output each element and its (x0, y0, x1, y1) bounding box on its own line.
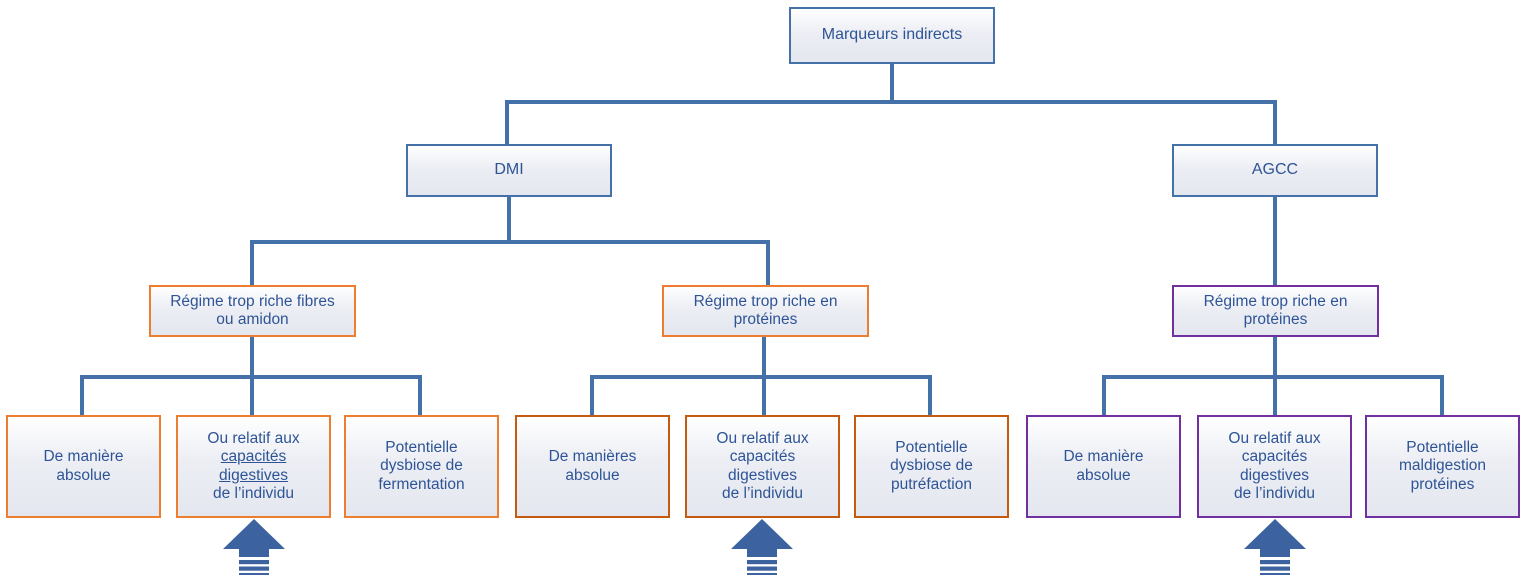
leaf-capacites-digestives-c[interactable]: Ou relatif aux capacités digestives de l… (1197, 415, 1352, 518)
leaf-label: Potentielle dysbiose de putréfaction (890, 439, 973, 493)
leaf-label: Potentielle maldigestion protéines (1398, 439, 1487, 493)
leaf-de-maniere-absolue-c[interactable]: De manière absolue (1026, 415, 1181, 518)
leaf-capacites-digestives-b[interactable]: Ou relatif aux capacités digestives de l… (685, 415, 840, 518)
connector-to-agcc (1273, 100, 1277, 144)
leaf-label: De manière absolue (43, 448, 124, 484)
node-agcc[interactable]: AGCC (1172, 144, 1378, 197)
node-label: Régime trop riche en protéines (1203, 292, 1348, 328)
connector-root-stem (890, 64, 894, 102)
leaf-label: Ou relatif aux capacités digestives de l… (716, 429, 809, 502)
connector-groupA-leaf-3 (418, 375, 422, 415)
leaf-label: Ou relatif aux capacités digestives de l… (1228, 429, 1321, 502)
connector-groupA-leaf-2 (250, 375, 254, 415)
connector-dmi-child-2 (766, 240, 770, 285)
node-dmi[interactable]: DMI (406, 144, 612, 197)
connector-dmi-child-1 (250, 240, 254, 285)
connector-groupC-leaf-2 (1273, 375, 1277, 415)
leaf-maldigestion-proteines[interactable]: Potentielle maldigestion protéines (1365, 415, 1520, 518)
connector-groupA-leaf-1 (80, 375, 84, 415)
connector-groupA-stem (250, 337, 254, 377)
node-label: DMI (494, 161, 524, 179)
connector-dmi-bus (250, 240, 770, 244)
connector-groupB-bus (590, 375, 932, 379)
leaf-de-manieres-absolue-b[interactable]: De manières absolue (515, 415, 670, 518)
connector-dmi-stem (507, 197, 511, 242)
leaf-label: Ou relatif aux capacités digestives de l… (178, 430, 329, 503)
leaf-label-post: de l’individu (213, 484, 294, 502)
node-regime-proteines-agcc[interactable]: Régime trop riche en protéines (1172, 285, 1379, 337)
connector-agcc-stem (1273, 197, 1277, 285)
node-label: Marqueurs indirects (821, 26, 963, 44)
node-marqueurs-indirects[interactable]: Marqueurs indirects (789, 7, 995, 64)
striped-up-arrow-icon-1 (221, 519, 287, 575)
leaf-capacites-digestives-a[interactable]: Ou relatif aux capacités digestives de l… (176, 415, 331, 518)
node-label: Régime trop riche en protéines (693, 292, 838, 328)
connector-groupC-leaf-3 (1440, 375, 1444, 415)
connector-to-dmi (505, 100, 509, 144)
leaf-label-pre: Ou relatif aux (207, 429, 300, 447)
leaf-dysbiose-putrefaction[interactable]: Potentielle dysbiose de putréfaction (854, 415, 1009, 518)
connector-groupB-leaf-2 (762, 375, 766, 415)
connector-groupB-stem (762, 337, 766, 377)
leaf-de-maniere-absolue-a[interactable]: De manière absolue (6, 415, 161, 518)
leaf-label: Potentielle dysbiose de fermentation (378, 439, 465, 493)
connector-groupB-leaf-3 (928, 375, 932, 415)
leaf-label-underlined: capacités digestives (219, 448, 288, 484)
connector-groupB-leaf-1 (590, 375, 594, 415)
node-label: Régime trop riche fibres ou amidon (170, 292, 335, 328)
striped-up-arrow-icon-3 (1242, 519, 1308, 575)
node-regime-proteines-dmi[interactable]: Régime trop riche en protéines (662, 285, 869, 337)
node-regime-fibres-amidon[interactable]: Régime trop riche fibres ou amidon (149, 285, 356, 337)
connector-root-bus (505, 100, 1277, 104)
connector-groupC-leaf-1 (1102, 375, 1106, 415)
leaf-label: De manière absolue (1063, 448, 1144, 484)
leaf-dysbiose-fermentation[interactable]: Potentielle dysbiose de fermentation (344, 415, 499, 518)
leaf-label: De manières absolue (548, 448, 637, 484)
node-label: AGCC (1251, 161, 1299, 179)
striped-up-arrow-icon-2 (729, 519, 795, 575)
connector-groupC-stem (1273, 337, 1277, 377)
